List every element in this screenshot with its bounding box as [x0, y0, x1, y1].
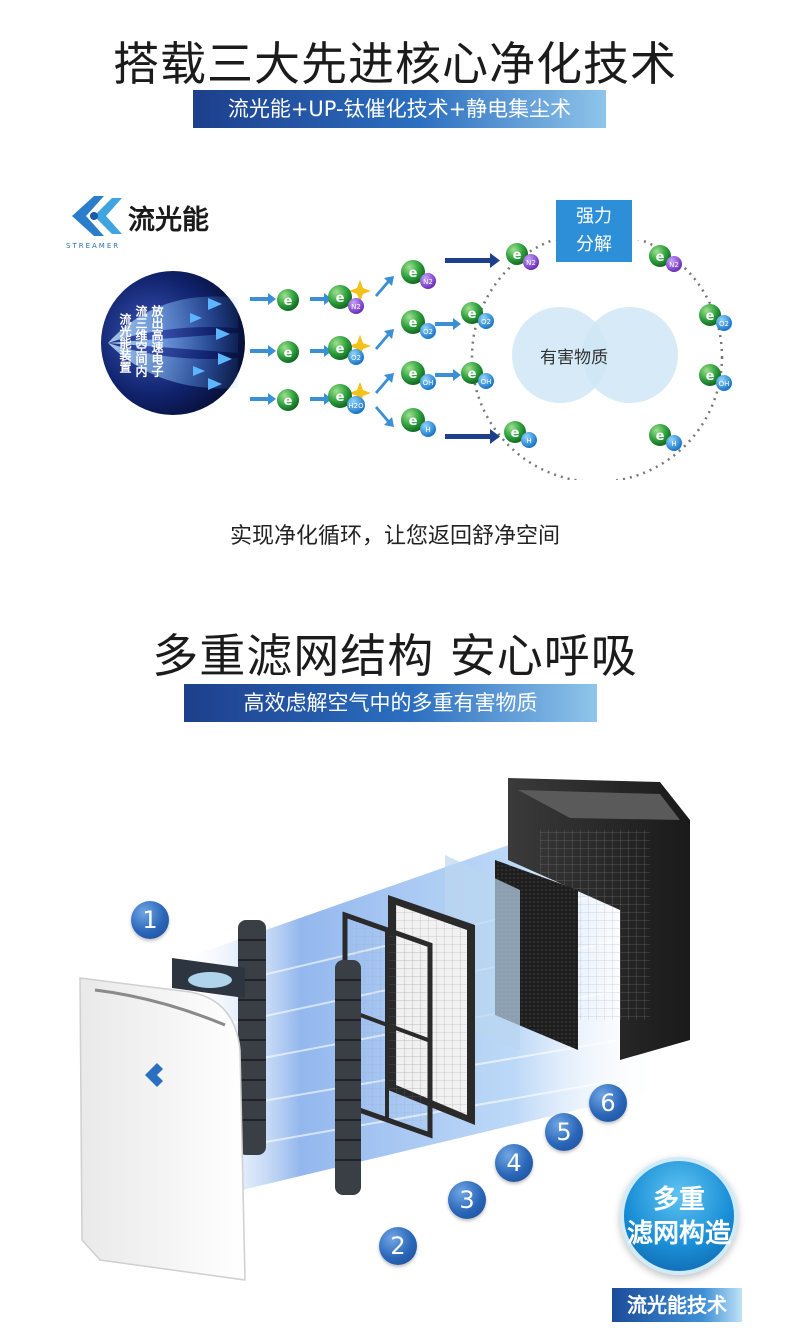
- badge-line-2: 滤网构造: [626, 1219, 731, 1249]
- svg-text:e: e: [336, 390, 345, 405]
- svg-text:e: e: [513, 248, 522, 263]
- front-panel: [79, 977, 246, 1281]
- svg-text:e: e: [409, 266, 418, 281]
- svg-text:e: e: [284, 394, 293, 409]
- section1-caption: 实现净化循环，让您返回舒净空间: [229, 524, 560, 549]
- svg-text:e: e: [336, 291, 345, 306]
- streamer-device-graphic: [101, 271, 245, 415]
- callout-2: 2: [379, 1227, 417, 1265]
- strong-label-1: 强力: [576, 206, 612, 227]
- callout-4: 4: [495, 1144, 533, 1182]
- section2-banner: 高效虑解空气中的多重有害物质: [184, 684, 597, 722]
- harmful-substance-label: 有害物质: [540, 348, 608, 368]
- svg-text:e: e: [284, 346, 293, 361]
- device-text-1: 流光能装置: [118, 313, 132, 373]
- svg-text:O2: O2: [719, 320, 729, 328]
- section1-title: 搭载三大先进核心净化技术: [113, 37, 677, 91]
- svg-text:e: e: [706, 369, 715, 384]
- svg-text:e: e: [511, 426, 520, 441]
- svg-text:O2: O2: [423, 328, 433, 336]
- svg-text:O2: O2: [481, 318, 491, 326]
- svg-text:e: e: [409, 316, 418, 331]
- strong-decompose-box: 强力 分解: [556, 200, 632, 262]
- svg-text:e: e: [656, 429, 665, 444]
- strong-label-2: 分解: [576, 234, 612, 255]
- svg-text:H: H: [425, 426, 430, 434]
- svg-text:OH: OH: [481, 378, 492, 386]
- cycle-ring: [470, 240, 724, 480]
- svg-text:e: e: [409, 367, 418, 382]
- section1-banner: 流光能+UP-钛催化技术+静电集尘术: [193, 90, 606, 128]
- device-text-3: 放出高速电子: [150, 305, 164, 377]
- brand-name: 流光能: [128, 205, 209, 236]
- svg-text:N2: N2: [351, 303, 361, 311]
- svg-text:e: e: [656, 250, 665, 265]
- svg-text:e: e: [336, 342, 345, 357]
- brand-sub: STREAMER: [66, 242, 121, 250]
- filter-exploded-illustration: [79, 778, 690, 1281]
- svg-text:N2: N2: [526, 259, 536, 267]
- device-text-2: 流三维空间内: [134, 305, 148, 377]
- svg-text:OH: OH: [719, 380, 730, 388]
- svg-text:H: H: [526, 437, 531, 445]
- svg-text:e: e: [284, 294, 293, 309]
- multi-filter-badge: 多重 滤网构造: [620, 1157, 738, 1275]
- electron-col1: [277, 289, 299, 411]
- svg-text:N2: N2: [669, 261, 679, 269]
- svg-text:e: e: [409, 414, 418, 429]
- callout-3: 3: [448, 1181, 486, 1219]
- streamer-tech-label: 流光能技术: [612, 1288, 742, 1322]
- badge-line-1: 多重: [652, 1185, 705, 1215]
- svg-text:e: e: [468, 367, 477, 382]
- svg-text:H2O: H2O: [348, 402, 364, 410]
- svg-text:O2: O2: [351, 354, 361, 362]
- callout-1: 1: [131, 901, 169, 939]
- svg-text:e: e: [706, 309, 715, 324]
- callout-6: 6: [589, 1084, 627, 1122]
- streamer-logo-icon: [72, 196, 122, 236]
- section2-title: 多重滤网结构 安心呼吸: [152, 629, 638, 683]
- svg-text:N2: N2: [423, 278, 433, 286]
- svg-text:H: H: [671, 440, 676, 448]
- svg-text:OH: OH: [423, 379, 434, 387]
- filter-2-electrode: [335, 960, 361, 1195]
- callout-5: 5: [545, 1113, 583, 1151]
- svg-text:e: e: [468, 307, 477, 322]
